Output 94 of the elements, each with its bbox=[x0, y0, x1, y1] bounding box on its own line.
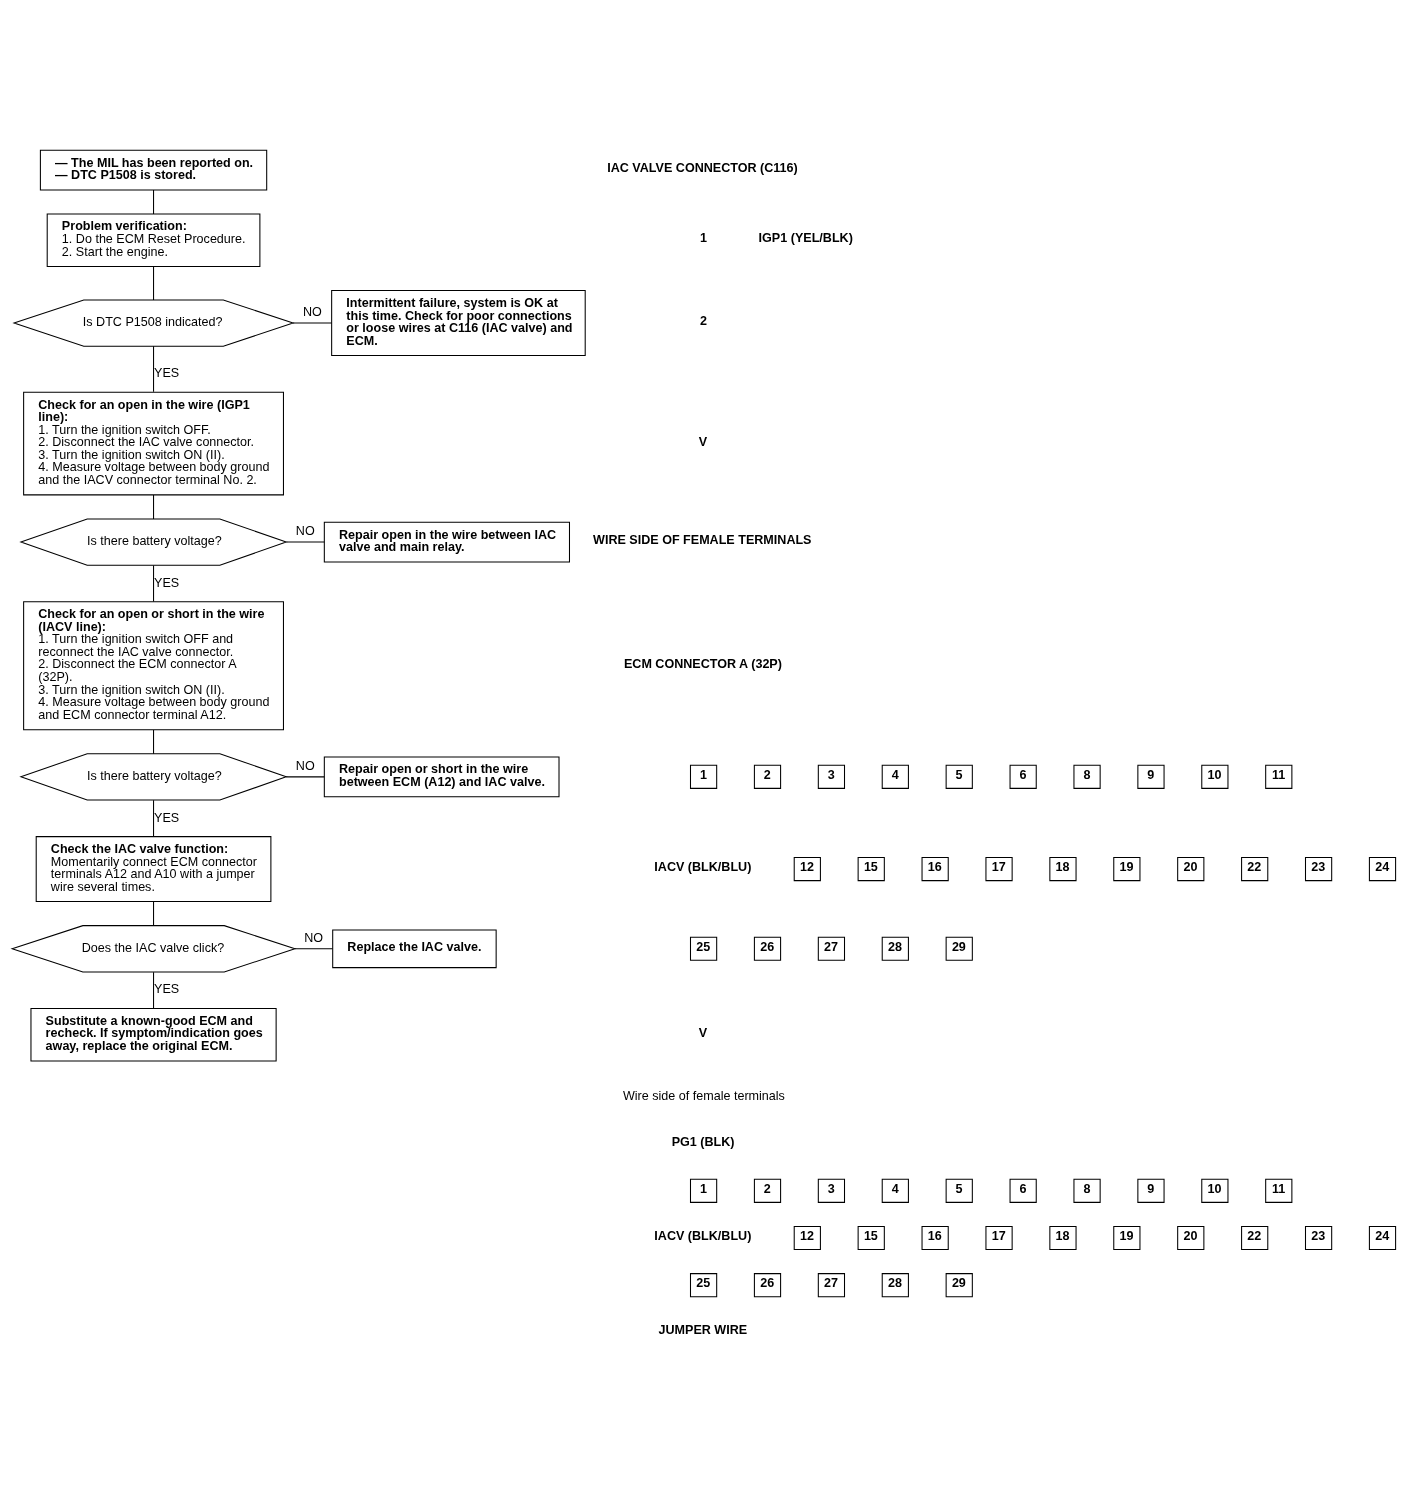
label: 25 bbox=[696, 939, 711, 954]
label: 12 bbox=[799, 860, 814, 875]
label: 20 bbox=[1183, 860, 1198, 875]
label: 23 bbox=[1311, 860, 1326, 875]
label: 4 bbox=[891, 768, 899, 783]
label: IACV (BLK/BLU) bbox=[654, 860, 752, 875]
label: 29 bbox=[951, 1276, 966, 1291]
label: 24 bbox=[1375, 860, 1390, 875]
label: 26 bbox=[760, 1276, 775, 1291]
label: 8 bbox=[1083, 768, 1091, 783]
label: 26 bbox=[760, 939, 775, 954]
label: 2 bbox=[763, 768, 771, 783]
label: 15 bbox=[863, 1229, 878, 1244]
connector bbox=[153, 189, 155, 215]
node-box: Intermittent failure, system is OK at this time. Check for poor connections or loose wires at C116 (IAC valve) and ECM. bbox=[331, 290, 586, 357]
node-box: Substitute a known-good ECM and recheck. If symptom/indication goes away, replace the original ECM. bbox=[30, 1008, 277, 1062]
label: 5 bbox=[955, 768, 963, 783]
label: 3 bbox=[827, 1182, 835, 1197]
label: Wire side of female terminals bbox=[622, 1088, 785, 1103]
connector bbox=[285, 776, 325, 778]
node-box: Repair open or short in the wire between ECM (A12) and IAC valve. bbox=[323, 756, 560, 798]
label: PG1 (BLK) bbox=[671, 1134, 735, 1149]
connector bbox=[153, 266, 155, 301]
label: 19 bbox=[1119, 1229, 1134, 1244]
label: 18 bbox=[1055, 860, 1070, 875]
label: 29 bbox=[951, 939, 966, 954]
node-box: Repair open in the wire between IAC valve and main relay. bbox=[323, 521, 570, 563]
connector bbox=[153, 799, 155, 838]
edge-label: YES bbox=[154, 810, 180, 825]
edge-label: YES bbox=[154, 366, 180, 381]
label: 25 bbox=[696, 1276, 711, 1291]
label: 1 bbox=[699, 1182, 707, 1197]
edge-label: YES bbox=[154, 575, 180, 590]
label: 17 bbox=[991, 1229, 1006, 1244]
label: 2 bbox=[699, 314, 707, 329]
edge-label: YES bbox=[154, 982, 180, 997]
node-box: Problem verification: 1. Do the ECM Reset Procedure. 2. Start the engine. bbox=[46, 213, 261, 267]
node-box: Check for an open in the wire (IGP1 line): 1. Turn the ignition switch OFF. 2. Disconnect the IAC valve connector. 3. Turn the ignition switch ON (II). 4. Measure voltage between body ground and the IACV connector terminal No. 2. bbox=[23, 391, 284, 496]
label: 1 bbox=[699, 768, 707, 783]
node-box: Check the IAC valve function: Momentarily connect ECM connector terminals A12 and A10 with a jumper wire several times. bbox=[35, 836, 272, 903]
label: JUMPER WIRE bbox=[658, 1323, 748, 1338]
label: 22 bbox=[1247, 860, 1262, 875]
label: 10 bbox=[1207, 1182, 1222, 1197]
label: 9 bbox=[1147, 1182, 1155, 1197]
label: 15 bbox=[863, 860, 878, 875]
label: 19 bbox=[1119, 860, 1134, 875]
label: 20 bbox=[1183, 1229, 1198, 1244]
label: IGP1 (YEL/BLK) bbox=[758, 231, 853, 246]
label: 5 bbox=[955, 1182, 963, 1197]
label: 28 bbox=[887, 939, 902, 954]
label: 16 bbox=[927, 860, 942, 875]
label: V bbox=[698, 1025, 708, 1040]
label: 17 bbox=[991, 860, 1006, 875]
label: 22 bbox=[1247, 1229, 1262, 1244]
label: 3 bbox=[827, 768, 835, 783]
label: 1 bbox=[699, 231, 707, 246]
connector bbox=[285, 541, 325, 543]
label: 9 bbox=[1147, 768, 1155, 783]
label: V bbox=[698, 434, 708, 449]
label: IACV (BLK/BLU) bbox=[654, 1229, 752, 1244]
connector bbox=[292, 322, 333, 324]
connector bbox=[153, 901, 155, 926]
label: 4 bbox=[891, 1182, 899, 1197]
connector bbox=[153, 971, 155, 1009]
connector bbox=[153, 564, 155, 602]
label: ECM CONNECTOR A (32P) bbox=[623, 656, 782, 671]
label: 27 bbox=[824, 1276, 839, 1291]
edge-label: NO bbox=[295, 759, 315, 774]
label: 24 bbox=[1375, 1229, 1390, 1244]
node-box: Check for an open or short in the wire (IACV line): 1. Turn the ignition switch OFF and reconnect the IAC valve connector. 2. Disconnect the ECM connector A (32P). 3. Turn the ignition switch ON (II). 4. Measure voltage between body ground and ECM connector terminal A12. bbox=[23, 601, 284, 731]
edge-label: NO bbox=[295, 524, 315, 539]
node-box: — The MIL has been reported on. — DTC P1508 is stored. bbox=[39, 149, 268, 191]
node-box: Replace the IAC valve. bbox=[332, 929, 497, 969]
label: 2 bbox=[763, 1182, 771, 1197]
label: WIRE SIDE OF FEMALE TERMINALS bbox=[593, 533, 812, 548]
label: 6 bbox=[1019, 768, 1027, 783]
label: 8 bbox=[1083, 1182, 1091, 1197]
label: 12 bbox=[799, 1229, 814, 1244]
edge-label: NO bbox=[302, 305, 322, 320]
connector bbox=[153, 729, 155, 755]
label: 18 bbox=[1055, 1229, 1070, 1244]
connector bbox=[153, 345, 155, 393]
label: IAC VALVE CONNECTOR (C116) bbox=[607, 161, 798, 176]
label: 11 bbox=[1271, 768, 1286, 783]
label: 28 bbox=[887, 1276, 902, 1291]
edge-label: NO bbox=[304, 931, 324, 946]
label: 27 bbox=[824, 939, 839, 954]
label: 11 bbox=[1271, 1182, 1286, 1197]
connector bbox=[294, 948, 334, 950]
label: 10 bbox=[1207, 768, 1222, 783]
label: 6 bbox=[1019, 1182, 1027, 1197]
connector bbox=[153, 494, 155, 520]
label: 16 bbox=[927, 1229, 942, 1244]
label: 23 bbox=[1311, 1229, 1326, 1244]
